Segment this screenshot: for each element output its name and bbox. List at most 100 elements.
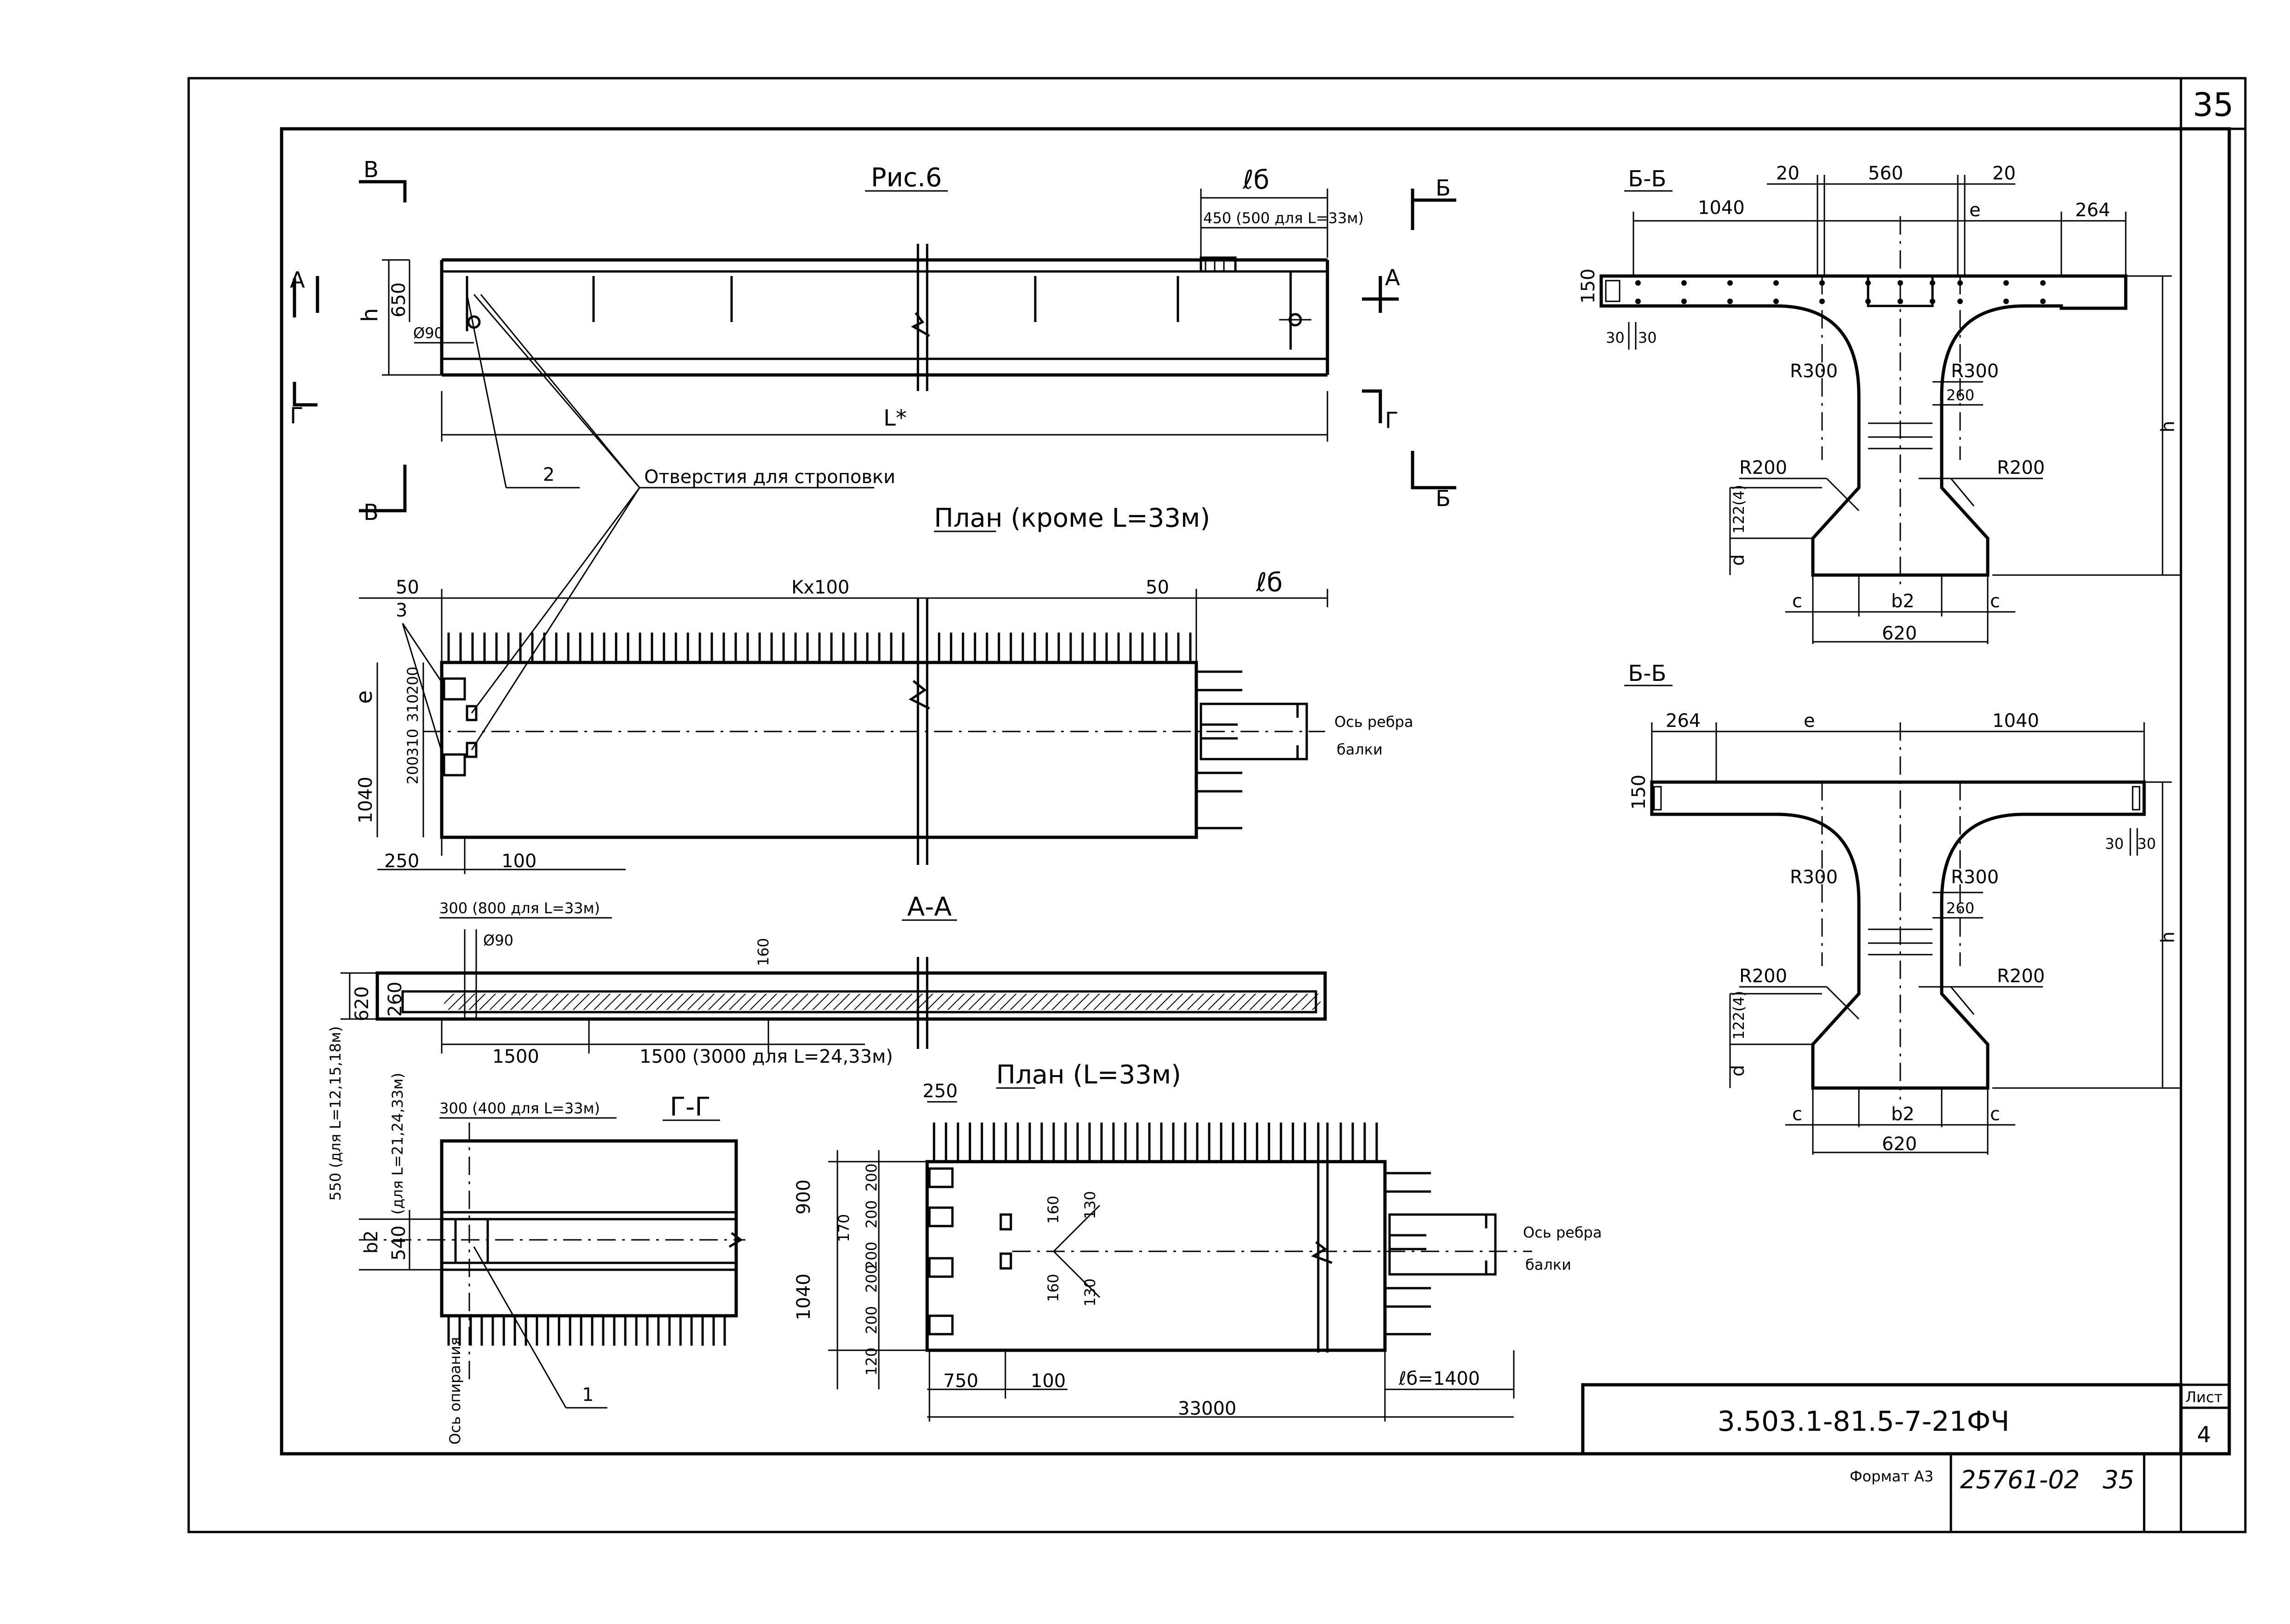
plan-d310b: 310 [404, 729, 421, 757]
gg-comb [447, 1316, 726, 1346]
plan-d100: 100 [502, 851, 536, 872]
bb1-r300a: R300 [1790, 361, 1838, 382]
rebar-dot [1773, 280, 1779, 286]
aa-d620: 620 [352, 986, 373, 1021]
bb2-r200b: R200 [1997, 966, 2045, 987]
bb1-r300b: R300 [1951, 361, 1999, 382]
rebar-dot [1773, 299, 1779, 304]
cut-B-bottom: Б [1436, 486, 1451, 512]
cut-G-left: Г [290, 403, 303, 429]
bb2-c1: c [1792, 1104, 1802, 1125]
bb2-d30b: 30 [2137, 835, 2156, 852]
bb1-d620: 620 [1882, 623, 1917, 644]
lifting-holes-label: Отверстия для строповки [644, 466, 895, 488]
aa-phi90: Ø90 [483, 932, 513, 949]
rebar-dot [1635, 299, 1641, 304]
marker-2: 2 [543, 464, 554, 485]
plan33-d33000: 33000 [1178, 1398, 1236, 1419]
gg-note300: 300 (400 для L=33м) [439, 1100, 600, 1117]
plan33-d170: 170 [835, 1214, 853, 1242]
gg-axis-support: Ось опирания [446, 1337, 464, 1445]
plan33-d200a: 200 [863, 1163, 880, 1192]
bb2-d260: 260 [1946, 899, 1974, 917]
cut-G-right: Г [1385, 408, 1398, 433]
bb1-d264: 264 [2075, 200, 2110, 221]
bb1-b2: b2 [1891, 591, 1915, 612]
aa-d160: 160 [755, 938, 772, 966]
bb2-d122: 122(4) [1730, 991, 1748, 1040]
plan33-d200c: 200 [863, 1242, 880, 1270]
sheet-number: 35 [2192, 86, 2233, 124]
section-bb-2: Б-Б 264 e 1040 150 30 30 R300 R300 260 R… [1624, 661, 2181, 1155]
plan33-comb [933, 1123, 1378, 1162]
elevation-view: Рис.6 h 650 Ø90 [290, 157, 1456, 525]
rebar-dot [2040, 280, 2046, 286]
elevation-h: h [357, 308, 383, 322]
bb1-e: e [1969, 200, 1981, 221]
inner-frame [280, 127, 2231, 1456]
bb1-dots [1635, 280, 2046, 304]
plan-lb: ℓб [1256, 568, 1283, 598]
elevation-phi90: Ø90 [413, 324, 444, 342]
bb1-h: h [2157, 421, 2179, 432]
aa-d1500a: 1500 [492, 1046, 539, 1067]
plan33-d160a: 160 [1044, 1196, 1062, 1224]
gg-title: Г-Г [670, 1092, 711, 1122]
bb2-r200a: R200 [1739, 966, 1787, 987]
plan-d200a: 200 [404, 667, 421, 695]
bb1-d150: 150 [1578, 269, 1599, 304]
cut-V-top: В [363, 157, 379, 183]
gg-note-l21: (для L=21,24,33м) [389, 1073, 406, 1215]
plan-d50b: 50 [1146, 577, 1169, 598]
rebar-comb [447, 633, 1192, 662]
bb1-r200b: R200 [1997, 457, 2045, 478]
plan-main: План (кроме L=33м) 50 Kx100 50 ℓб [352, 487, 1413, 874]
rebar-dot [2003, 280, 2009, 286]
plan33-d250: 250 [923, 1081, 958, 1102]
rebar-dot [1819, 299, 1825, 304]
gg-marker-1: 1 [582, 1384, 594, 1405]
bb2-title: Б-Б [1628, 661, 1666, 686]
aa-d1500b: 1500 (3000 для L=24,33м) [640, 1046, 893, 1067]
section-aa: А-А 300 (800 для L=33м) Ø90 160 620 260 … [340, 892, 1327, 1067]
bb2-r300a: R300 [1790, 867, 1838, 888]
elevation-d650: 650 [388, 282, 410, 317]
cut-B-top: Б [1436, 175, 1451, 201]
aa-title: А-А [907, 892, 952, 922]
bb1-d30b: 30 [1638, 329, 1657, 346]
plan-d310a: 310 [404, 694, 421, 722]
rebar-dot [1898, 280, 1903, 286]
designation: 3.503.1-81.5-7-21ФЧ [1718, 1405, 2010, 1438]
rebar-dot [1865, 280, 1871, 286]
cut-A-left: А [290, 267, 305, 293]
bb2-outline [1650, 780, 2146, 1090]
plan-axis-label-2: балки [1337, 741, 1383, 758]
plan-marker-3: 3 [396, 600, 407, 621]
plan-e: e [352, 690, 377, 704]
rebar-dot [1681, 299, 1687, 304]
section-gg: 300 (400 для L=33м) Г-Г 550 (для L=12,15… [327, 1026, 745, 1445]
plan33-title: План (L=33м) [996, 1060, 1181, 1090]
inventory-number: 25761-02 [1960, 1465, 2080, 1494]
gg-note550: 550 (для L=12,15,18м) [327, 1026, 344, 1201]
gg-b2: b2 [361, 1230, 382, 1254]
page-number: 35 [2103, 1465, 2134, 1494]
bb2-d: d [1727, 1065, 1748, 1077]
plan33-d900: 900 [793, 1180, 814, 1215]
outer-frame [187, 77, 2247, 1533]
plan-kx100: Kx100 [791, 577, 849, 598]
plan33-d120: 120 [863, 1348, 880, 1376]
aa-d260: 260 [385, 982, 406, 1017]
plan33-d1040: 1040 [793, 1273, 814, 1320]
bb1-d122: 122(4) [1730, 485, 1748, 534]
plan-main-title: План (кроме L=33м) [934, 503, 1210, 533]
bb1-c2: c [1990, 591, 2000, 612]
section-bb-1: Б-Б 20 560 20 1040 e 264 150 30 30 R300 … [1578, 163, 2181, 644]
plan33-lb1400: ℓб=1400 [1398, 1368, 1480, 1389]
rebar-dot [2040, 299, 2046, 304]
bb1-d20b: 20 [1992, 163, 2016, 184]
bb2-d264: 264 [1666, 710, 1701, 731]
plan33-d200d: 200 [863, 1265, 880, 1293]
end-bars [1196, 670, 1308, 829]
plan33-d750: 750 [943, 1371, 978, 1392]
